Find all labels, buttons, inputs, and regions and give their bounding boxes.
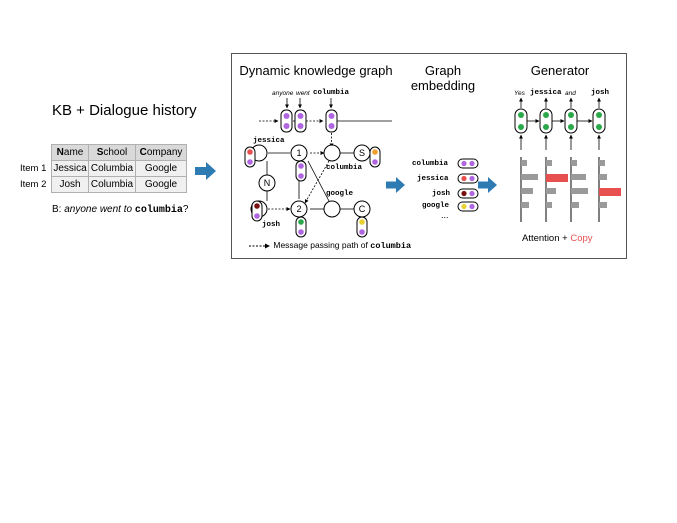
embedding-vector — [457, 158, 479, 169]
graph-node: 1 — [290, 144, 308, 162]
legend-text: Message passing path of — [273, 240, 368, 250]
table-cell: Columbia — [88, 176, 136, 193]
table-cell: Columbia — [88, 160, 136, 177]
input-word: columbia — [313, 89, 350, 97]
embedding-vector — [457, 201, 479, 212]
embedding-ellipsis: ... — [441, 210, 449, 220]
attention-distribution — [545, 157, 568, 222]
speaker-label: B: — [52, 204, 62, 215]
graph-node — [323, 144, 341, 162]
flow-arrow-3 — [478, 177, 497, 193]
attention-distribution — [570, 157, 588, 222]
node-label: 2 — [296, 204, 301, 214]
plus-sign: + — [562, 233, 568, 244]
generator-title: Generator — [530, 63, 590, 78]
knowledge-graph: 1 S N 2 C — [244, 98, 392, 238]
utterance-entity: columbia — [134, 205, 183, 216]
embedding-vectors — [457, 158, 479, 212]
node-embedding — [251, 200, 263, 222]
entity-label-columbia: columbia — [326, 164, 363, 172]
table-row: Jessica Columbia Google — [51, 160, 187, 177]
node-embedding — [369, 146, 381, 168]
graph-title: Dynamic knowledge graph — [239, 63, 393, 78]
graph-node: N — [258, 174, 276, 192]
attention-copy-caption: Attention + Copy — [522, 233, 593, 244]
graph-node: S — [353, 144, 371, 162]
attention-distribution — [520, 157, 538, 222]
kb-header-school: School — [88, 144, 136, 161]
generator-cell — [539, 108, 553, 134]
row-label-item-1: Item 1 — [20, 163, 47, 174]
flow-arrow-1 — [195, 162, 216, 180]
entity-label-google: google — [326, 190, 354, 198]
kb-header-company: Company — [135, 144, 187, 161]
embedding-vector — [457, 173, 479, 184]
generator-output-word: Yes — [514, 90, 525, 97]
input-word: went — [296, 90, 310, 97]
table-cell: Google — [135, 176, 187, 193]
kb-title: KB + Dialogue history — [52, 102, 197, 119]
entity-label-josh: josh — [262, 221, 281, 229]
attention-distribution — [598, 157, 621, 222]
embedding-title-line1: Graph — [424, 63, 462, 78]
copy-label: Copy — [570, 233, 593, 244]
node-label: C — [359, 204, 366, 214]
input-word: anyone — [272, 90, 294, 97]
legend-entity: columbia — [370, 241, 412, 251]
generator-cell — [592, 108, 606, 134]
generator-output-word: and — [565, 90, 576, 97]
flow-arrow-2 — [386, 177, 405, 193]
embedding-entity-label: josh — [432, 190, 451, 198]
row-label-item-2: Item 2 — [20, 179, 47, 190]
dialogue-utterance: B: anyone went to columbia? — [52, 204, 188, 216]
node-embedding — [295, 216, 307, 238]
graph-node: 2 — [290, 200, 308, 218]
graph-node: C — [353, 200, 371, 218]
model-panel — [231, 53, 627, 259]
dashed-arrow-icon — [249, 243, 270, 249]
node-label: S — [359, 148, 365, 158]
node-label: N — [264, 178, 271, 188]
generator-cell — [564, 108, 578, 134]
utterance-text: anyone went to — [64, 204, 133, 215]
generator-cell — [514, 108, 528, 134]
kb-header-name: Name — [51, 144, 89, 161]
table-cell: Google — [135, 160, 187, 177]
node-embedding — [244, 146, 256, 168]
utterance-end: ? — [182, 204, 189, 215]
kb-header-row: Name School Company — [51, 144, 187, 161]
embedding-vector — [457, 188, 479, 199]
attention-label: Attention — [522, 233, 560, 244]
entity-label-jessica: jessica — [253, 137, 285, 145]
generator-output-word: josh — [591, 89, 610, 97]
graph-node — [323, 200, 341, 218]
embedding-title-line2: embedding — [410, 78, 476, 93]
embedding-entity-label: jessica — [417, 175, 449, 183]
rnn-cell — [294, 109, 307, 133]
legend: Message passing path of columbia — [249, 240, 411, 251]
table-cell: Jessica — [51, 160, 89, 177]
table-row: Josh Columbia Google — [51, 176, 187, 193]
rnn-cell — [280, 109, 293, 133]
generator-diagram — [514, 97, 621, 222]
embedding-entity-label: google — [422, 202, 450, 210]
table-cell: Josh — [51, 176, 89, 193]
embedding-entity-label: columbia — [412, 160, 449, 168]
node-embedding — [356, 216, 368, 238]
generator-output-word: jessica — [530, 89, 562, 97]
rnn-cell — [325, 109, 338, 133]
node-label: 1 — [296, 148, 301, 158]
node-embedding — [295, 160, 307, 182]
kb-table: Name School Company Jessica Columbia Goo… — [51, 144, 187, 193]
